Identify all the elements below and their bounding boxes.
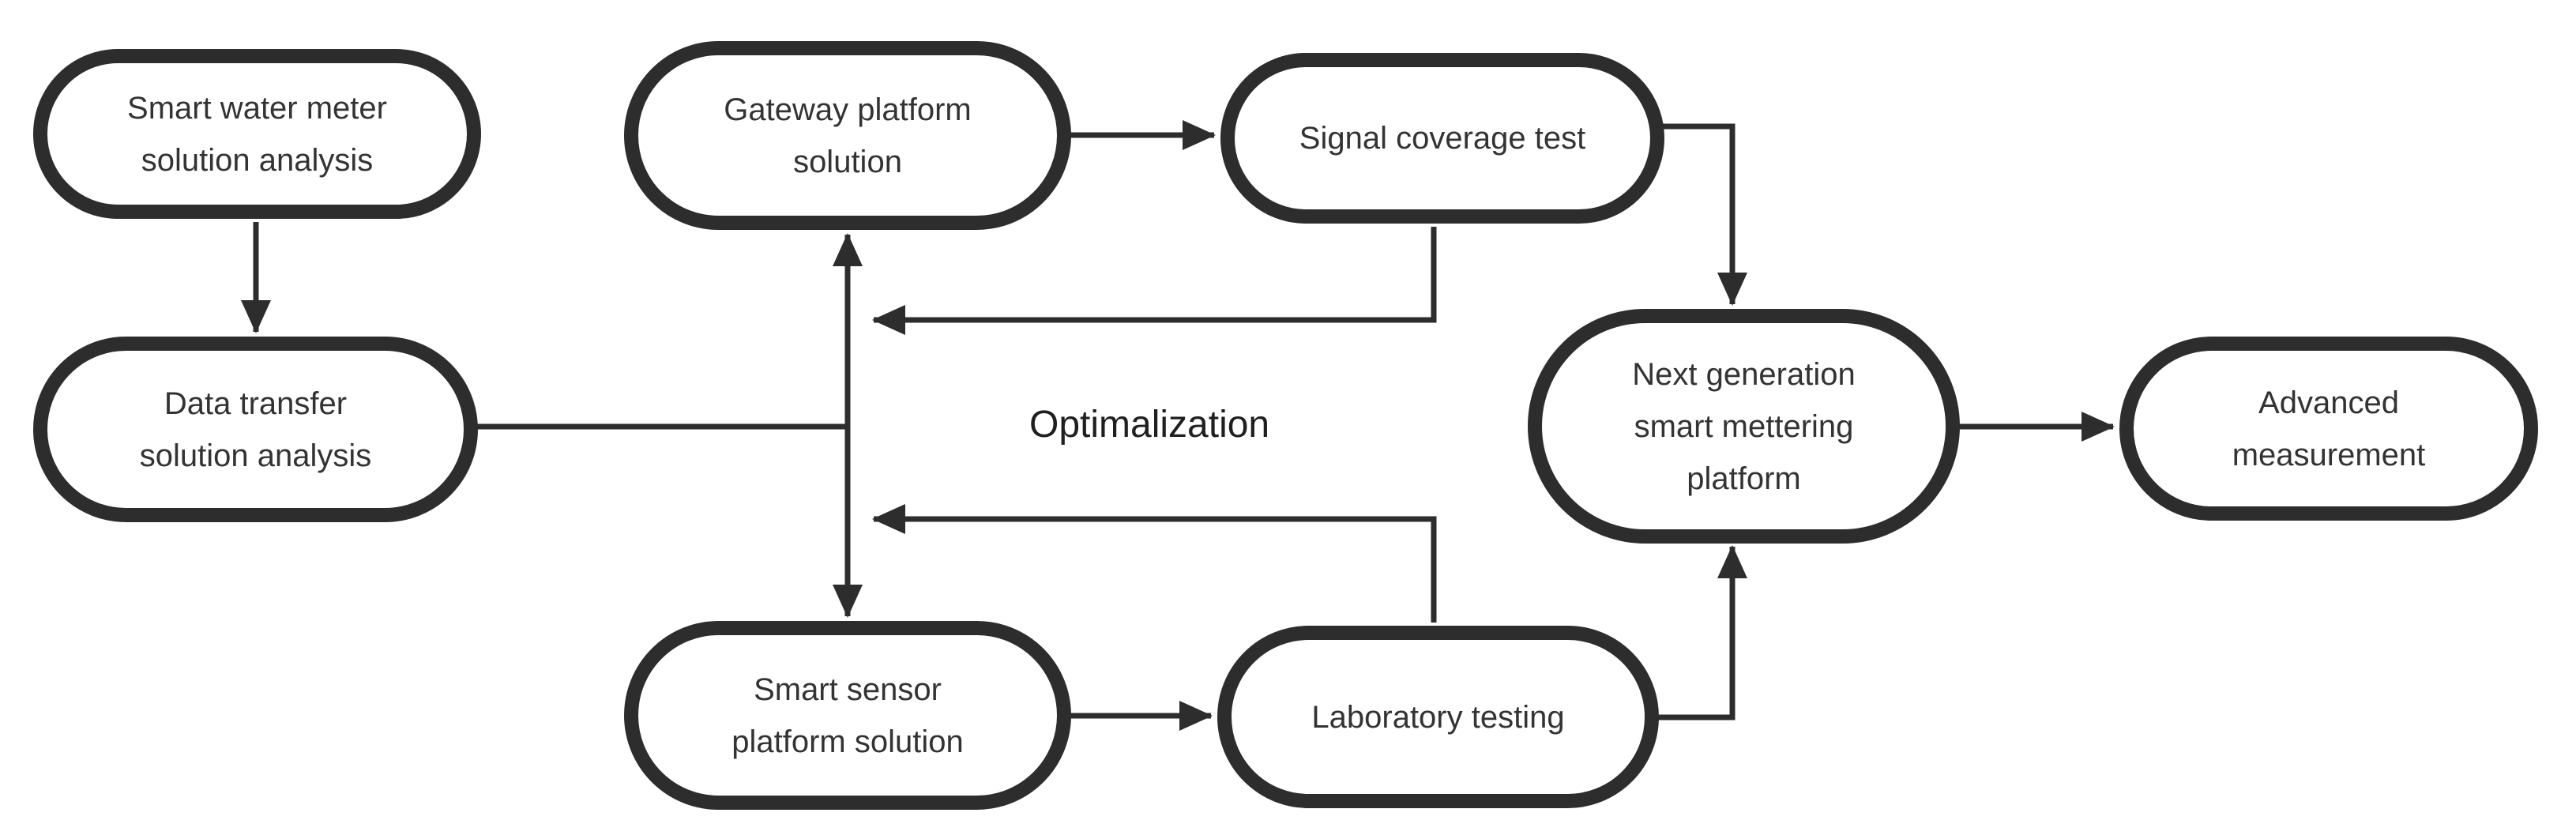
node-label-line: platform: [1687, 461, 1801, 496]
node-label-line: Signal coverage test: [1299, 121, 1586, 156]
edge-signal-to-nextgen: [1663, 123, 1747, 306]
node-label-line: solution analysis: [141, 142, 374, 178]
node-label-line: Data transfer: [164, 386, 348, 421]
node-gateway-platform-solution: Gateway platform solution: [624, 41, 1071, 230]
node-next-generation-smart-mettering-platform: Next generation smart mettering platform: [1528, 309, 1960, 544]
node-label-line: Smart sensor: [754, 672, 942, 707]
node-label-line: Laboratory testing: [1311, 699, 1565, 735]
node-label-line: Advanced: [2258, 385, 2399, 420]
node-data-transfer-solution-analysis: Data transfer solution analysis: [33, 337, 478, 522]
node-label-line: Smart water meter: [127, 90, 387, 126]
node-smart-water-meter-solution-analysis: Smart water meter solution analysis: [33, 49, 481, 219]
node-label-line: Next generation: [1632, 356, 1856, 392]
node-laboratory-testing: Laboratory testing: [1217, 626, 1659, 808]
edge-lab-to-nextgen: [1657, 545, 1747, 720]
node-label-line: measurement: [2232, 437, 2426, 472]
node-smart-sensor-platform-solution: Smart sensor platform solution: [624, 621, 1071, 810]
node-advanced-measurement: Advanced measurement: [2119, 337, 2538, 521]
edge-signal-feedback-left: [872, 227, 1437, 335]
node-label-line: solution: [793, 144, 902, 179]
node-label-line: solution analysis: [139, 438, 372, 473]
node-signal-coverage-test: Signal coverage test: [1220, 53, 1664, 224]
node-label-line: smart mettering: [1634, 408, 1854, 444]
edge-lab-feedback-left: [872, 504, 1437, 623]
node-label-line: platform solution: [731, 724, 964, 759]
node-label-line: Gateway platform: [724, 92, 972, 127]
optimalization-label: Optimalization: [1029, 404, 1270, 446]
